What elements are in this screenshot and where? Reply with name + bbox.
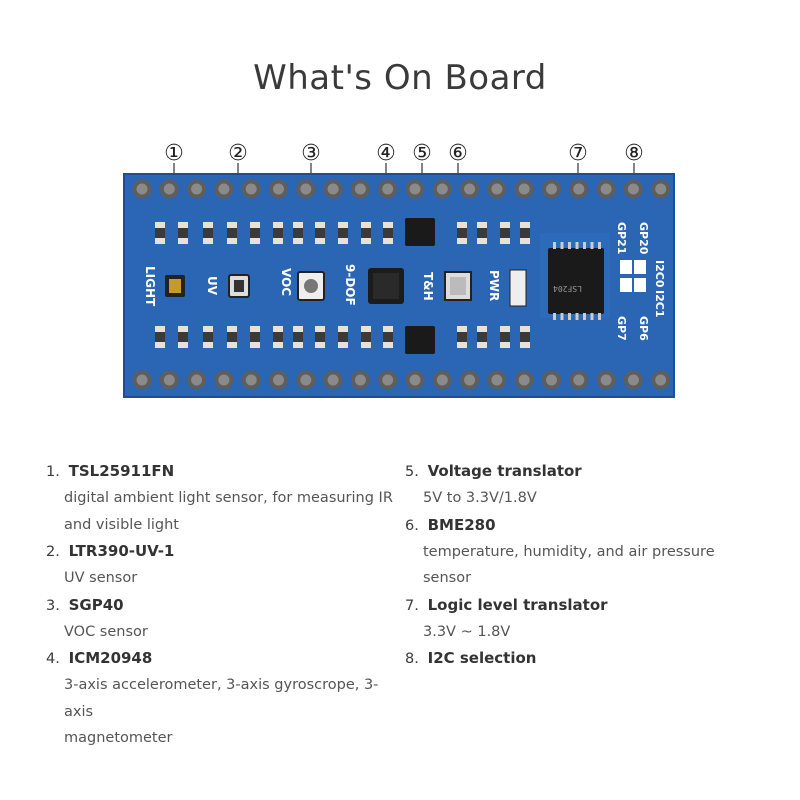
silk-light: LIGHT <box>143 266 157 307</box>
feature-description: 3.3V ~ 1.8V <box>423 623 511 640</box>
feature-number: 5. <box>405 464 419 480</box>
feature-name: TSL25911FN <box>68 462 175 480</box>
feature-item: 5. Voltage translator 5V to 3.3V/1.8V <box>405 458 765 512</box>
i2c-jumper-3 <box>634 260 646 274</box>
callout-3: ③ <box>301 141 321 166</box>
silk-uv: UV <box>205 276 219 296</box>
pwr-led <box>509 269 527 307</box>
feature-description: 5V to 3.3V/1.8V <box>423 490 537 506</box>
silk-voc: VOC <box>279 268 293 296</box>
feature-description: magnetometer <box>64 730 173 746</box>
feature-name: ICM20948 <box>68 649 153 667</box>
chip-leg <box>575 313 579 320</box>
silk-th: T&H <box>421 272 435 301</box>
chip-leg <box>568 313 571 320</box>
feature-name: Voltage translator <box>427 462 582 480</box>
chip-leg <box>560 242 564 249</box>
feature-description: VOC sensor <box>64 623 148 640</box>
feature-item: 8. I2C selection <box>405 645 765 672</box>
silk-i2c1: I2C1 <box>653 290 666 317</box>
lsf204-chip <box>548 248 604 314</box>
page-title: What's On Board <box>253 58 547 98</box>
chip-leg <box>553 242 556 249</box>
silk-i2c0: I2C0 <box>653 260 666 288</box>
chip-marking: LSF204 <box>553 284 582 293</box>
chip-leg <box>583 242 586 249</box>
feature-name: BME280 <box>427 515 496 534</box>
silk-gp20: GP20 <box>637 222 650 255</box>
chip-leg <box>568 242 571 249</box>
callout-8: ⑧ <box>624 141 644 166</box>
i2c-jumper-4 <box>634 278 646 292</box>
chip-leg <box>560 313 564 320</box>
chip-leg <box>598 242 601 249</box>
callout-4: ④ <box>376 141 396 166</box>
feature-item: 4. ICM20948 3-axis accelerometer, 3-axis … <box>46 645 396 752</box>
voltage-translator-bottom <box>405 326 435 354</box>
board-illustration: ① ② ③ ④ ⑤ ⑥ ⑦ ⑧ LIGHT UV VOC 9-DOF T&H P… <box>0 138 800 408</box>
i2c-jumper-2 <box>620 278 632 292</box>
feature-name: LTR390-UV-1 <box>68 542 175 560</box>
callout-2: ② <box>228 141 248 166</box>
silk-pwr: PWR <box>487 270 501 301</box>
callout-7: ⑦ <box>568 141 588 166</box>
voltage-translator-top <box>405 218 435 246</box>
feature-description: temperature, humidity, and air pressure … <box>423 543 715 587</box>
resistor-row-bottom <box>155 326 530 348</box>
callout-5: ⑤ <box>412 141 432 166</box>
silk-gp21: GP21 <box>615 222 628 254</box>
callout-6: ⑥ <box>448 141 468 166</box>
chip-leg <box>553 313 556 320</box>
feature-item: 6. BME280 temperature, humidity, and air … <box>405 512 765 592</box>
chip-leg <box>575 242 579 249</box>
callout-1: ① <box>164 141 184 166</box>
feature-number: 3. <box>46 597 60 614</box>
i2c-jumper-1 <box>620 260 632 274</box>
chip-leg <box>583 313 586 320</box>
silk-gp6: GP6 <box>637 316 650 341</box>
pin-header-bottom <box>132 370 671 390</box>
silk-9dof: 9-DOF <box>343 264 357 306</box>
feature-name: I2C selection <box>427 649 537 667</box>
chip-leg <box>590 242 594 249</box>
resistor-row-top <box>155 222 530 244</box>
feature-description: 3-axis accelerometer, 3-axis gyroscrope,… <box>64 677 379 720</box>
feature-list-left: 1. TSL25911FN digital ambient light senso… <box>46 458 396 752</box>
feature-description: UV sensor <box>64 570 138 586</box>
silk-gp7: GP7 <box>615 316 628 341</box>
feature-number: 1. <box>46 464 60 480</box>
pin-header-top <box>132 179 671 199</box>
feature-description: and visible light <box>64 516 179 533</box>
feature-description: digital ambient light sensor, for measur… <box>64 490 393 506</box>
feature-name: SGP40 <box>68 595 124 614</box>
feature-item: 7. Logic level translator 3.3V ~ 1.8V <box>405 592 765 646</box>
feature-number: 8. <box>405 651 419 667</box>
feature-number: 7. <box>405 597 419 614</box>
feature-number: 2. <box>46 544 60 560</box>
chip-leg <box>598 313 601 320</box>
feature-number: 4. <box>46 651 60 667</box>
chip-leg <box>590 313 594 320</box>
feature-name: Logic level translator <box>427 595 608 614</box>
feature-item: 2. LTR390-UV-1 UV sensor <box>46 538 396 592</box>
feature-item: 1. TSL25911FN digital ambient light senso… <box>46 458 396 538</box>
feature-number: 6. <box>405 517 419 534</box>
